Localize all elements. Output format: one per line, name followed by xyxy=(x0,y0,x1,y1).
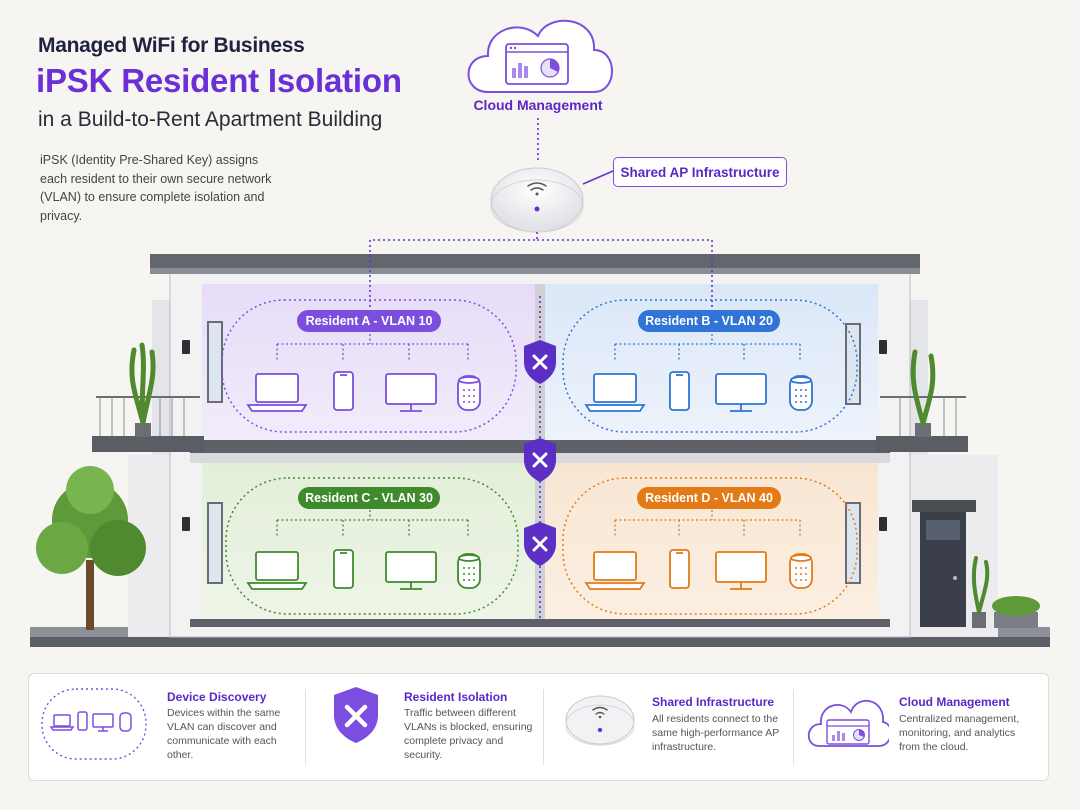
door-icon xyxy=(912,500,976,627)
legend-device-discovery-text: Devices within the same VLAN can discove… xyxy=(167,707,281,761)
smart-speaker-icon xyxy=(457,375,481,411)
smart-speaker-icon xyxy=(789,553,813,589)
laptop-icon xyxy=(246,373,308,412)
legend-shared-infrastructure-text: All residents connect to the same high-p… xyxy=(652,713,780,753)
unit-a xyxy=(202,284,535,440)
legend-divider xyxy=(305,689,306,765)
phone-icon xyxy=(669,549,690,589)
building-diagram xyxy=(30,19,1050,647)
smart-speaker-icon xyxy=(457,553,481,589)
resident-b-label: Resident B - VLAN 20 xyxy=(638,310,780,332)
shared-ap-label: Shared AP Infrastructure xyxy=(613,157,787,187)
resident-d-label: Resident D - VLAN 40 xyxy=(637,487,781,509)
plant-icon xyxy=(129,342,1040,628)
legend-cloud-management-title: Cloud Management xyxy=(899,695,1010,709)
shield-x-icon xyxy=(524,340,556,384)
page-subtitle: in a Build-to-Rent Apartment Building xyxy=(38,108,383,131)
phone-icon xyxy=(333,549,354,589)
wall-lamp-icon xyxy=(182,340,887,531)
legend-resident-isolation-title: Resident Isolation xyxy=(404,690,508,704)
laptop-icon xyxy=(246,551,308,590)
legend-resident-isolation-text: Traffic between different VLANs is block… xyxy=(404,707,533,761)
devices-d xyxy=(584,549,813,590)
wifi-icon xyxy=(527,182,547,191)
devices-a xyxy=(246,371,481,412)
shield-x-icon xyxy=(524,438,556,482)
overline: Managed WiFi for Business xyxy=(38,34,305,57)
monitor-icon xyxy=(385,551,437,590)
legend-cloud-management-text: Centralized management, monitoring, and … xyxy=(899,713,1020,753)
shield-x-icon xyxy=(524,522,556,566)
laptop-icon xyxy=(584,551,646,590)
smart-speaker-icon xyxy=(789,375,813,411)
legend-divider xyxy=(793,689,794,765)
monitor-icon xyxy=(715,551,767,590)
resident-a-label: Resident A - VLAN 10 xyxy=(297,310,441,332)
legend-shared-infrastructure-title: Shared Infrastructure xyxy=(652,695,775,709)
device-discovery-icon xyxy=(41,688,147,760)
devices-b xyxy=(584,371,813,412)
unit-b xyxy=(545,284,878,440)
phone-icon xyxy=(669,371,690,411)
resident-c-label: Resident C - VLAN 30 xyxy=(298,487,440,509)
shield-x-icon xyxy=(334,687,378,743)
laptop-icon xyxy=(584,373,646,412)
access-point-icon xyxy=(565,695,635,746)
description: iPSK (Identity Pre-Shared Key) assigns e… xyxy=(40,153,272,223)
monitor-icon xyxy=(715,373,767,412)
monitor-icon xyxy=(385,373,437,412)
page-title: iPSK Resident Isolation xyxy=(36,62,402,99)
devices-c xyxy=(246,549,481,590)
left-balcony xyxy=(92,321,223,452)
right-balcony xyxy=(845,323,968,452)
cloud-icon xyxy=(807,699,889,747)
dashboard-icon xyxy=(505,43,569,85)
cloud-management-label: Cloud Management xyxy=(473,97,603,113)
legend-divider xyxy=(543,689,544,765)
tree-icon xyxy=(36,466,146,630)
access-point-icon xyxy=(490,167,584,233)
phone-icon xyxy=(333,371,354,411)
cloud-icon xyxy=(467,19,613,93)
legend-device-discovery-title: Device Discovery xyxy=(167,690,267,704)
